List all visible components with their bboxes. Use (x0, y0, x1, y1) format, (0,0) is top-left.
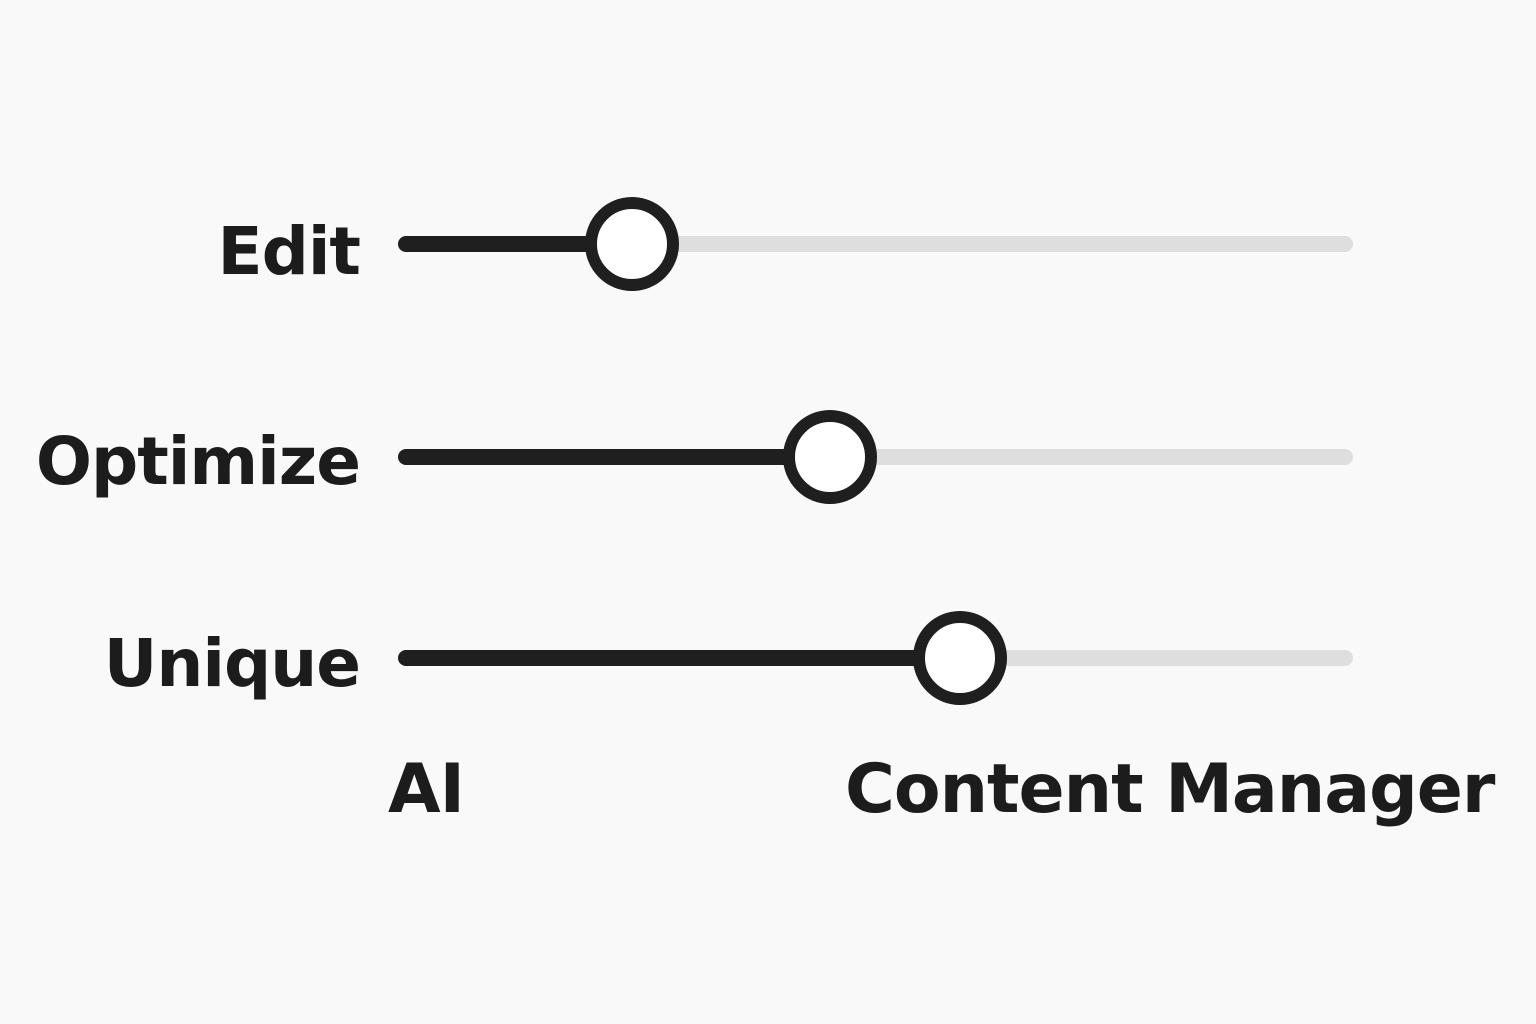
slider-thumb-edit[interactable] (584, 197, 679, 291)
slider-label-optimize: Optimize (35, 423, 361, 500)
slider-label-edit: Edit (217, 213, 361, 290)
slider-track-optimize[interactable] (398, 410, 1353, 504)
slider-thumb-unique[interactable] (912, 611, 1007, 705)
axis-label-content-manager: Content Manager (845, 750, 1495, 829)
slider-fill-optimize (398, 449, 830, 465)
slider-fill-unique (398, 650, 960, 666)
slider-thumb-optimize[interactable] (782, 410, 877, 504)
axis-label-ai: AI (388, 750, 465, 829)
slider-track-edit[interactable] (398, 197, 1353, 291)
slider-label-unique: Unique (103, 625, 361, 702)
slider-track-unique[interactable] (398, 611, 1353, 705)
slider-fill-edit (398, 236, 632, 252)
